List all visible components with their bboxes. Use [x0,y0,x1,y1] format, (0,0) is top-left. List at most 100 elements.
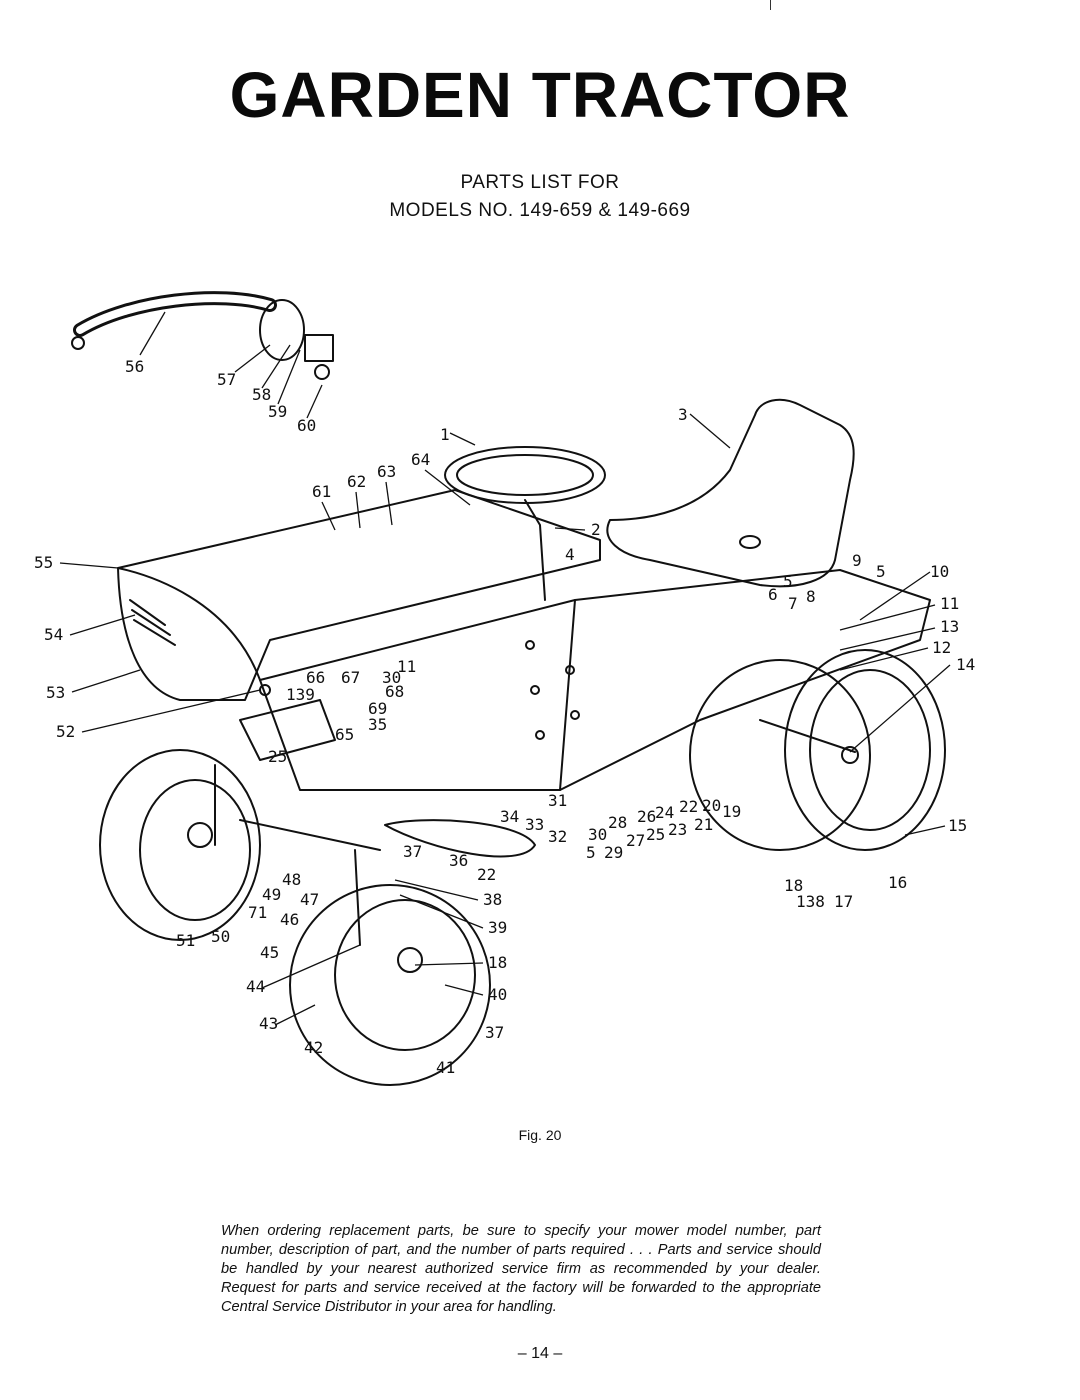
callout-43: 43 [259,1014,278,1033]
leader-lines [59,311,951,1026]
callout-29: 29 [604,843,623,862]
exploded-parts-diagram: 56 57 58 59 60 1 3 64 63 62 61 2 4 55 54… [34,291,975,1086]
callout-11: 11 [397,657,416,676]
callout-139: 139 [286,685,315,704]
callout-15: 15 [948,816,967,835]
callout-30: 30 [382,668,401,687]
callout-48: 48 [282,870,301,889]
callout-66: 66 [306,668,325,687]
callout-61: 61 [312,482,331,501]
callout-52: 52 [56,722,75,741]
callout-19: 19 [722,802,741,821]
callout-54: 54 [44,625,63,644]
callout-46: 46 [280,910,299,929]
callout-53: 53 [46,683,65,702]
callout-5c: 5 [586,843,596,862]
front-axle-drawing [239,819,381,851]
callout-10: 10 [930,562,949,581]
callout-4: 4 [565,545,575,564]
callout-5: 5 [783,572,793,591]
callout-138: 138 [796,892,825,911]
callout-1: 1 [440,425,450,444]
callout-35: 35 [368,715,387,734]
callout-9: 9 [852,551,862,570]
callout-16: 16 [888,873,907,892]
callout-51: 51 [176,931,195,950]
callout-50: 50 [211,927,230,946]
callout-22b: 22 [477,865,496,884]
callout-42: 42 [304,1038,323,1057]
hood-drawing [117,489,601,701]
callout-39: 39 [488,918,507,937]
callout-57: 57 [217,370,236,389]
callout-18: 18 [784,876,803,895]
callout-36: 36 [449,851,468,870]
callout-17: 17 [834,892,853,911]
callout-60: 60 [297,416,316,435]
callout-8: 8 [806,587,816,606]
front-left-wheel-drawing [99,749,261,941]
figure-caption: Fig. 20 [518,1127,562,1143]
steering-wheel-drawing [444,446,606,601]
front-right-wheel-drawing [289,849,491,1086]
callout-67: 67 [341,668,360,687]
callout-3: 3 [678,405,688,424]
callout-62: 62 [347,472,366,491]
callout-45: 45 [260,943,279,962]
callout-68: 68 [385,682,404,701]
ordering-note: When ordering replacement parts, be sure… [221,1223,821,1315]
callout-5b: 5 [876,562,886,581]
callout-33: 33 [525,815,544,834]
registration-mark [770,0,771,10]
pedal-drawing [239,699,536,858]
callout-38: 38 [483,890,502,909]
part-callouts: 56 57 58 59 60 1 3 64 63 62 61 2 4 55 54… [34,357,975,1077]
rear-axle-drawing [759,719,856,753]
callout-55: 55 [34,553,53,572]
callout-13: 13 [940,617,959,636]
callout-22: 22 [679,797,698,816]
callout-31: 31 [548,791,567,810]
callout-30b: 30 [588,825,607,844]
models-heading: MODELS NO. 149-659 & 149-669 [389,200,691,221]
callout-18b: 18 [488,953,507,972]
callout-25b: 25 [646,825,665,844]
callout-47: 47 [300,890,319,909]
callout-44: 44 [246,977,265,996]
callout-37: 37 [403,842,422,861]
parts-list-heading: PARTS LIST FOR [460,172,620,193]
callout-49: 49 [262,885,281,904]
callout-59: 59 [268,402,287,421]
page-title: GARDEN TRACTOR [229,59,851,131]
callout-12: 12 [932,638,951,657]
callout-65: 65 [335,725,354,744]
callout-40: 40 [488,985,507,1004]
callout-24: 24 [655,803,674,822]
callout-41: 41 [436,1058,455,1077]
callout-27: 27 [626,831,645,850]
callout-25: 25 [268,747,287,766]
callout-26: 26 [637,807,656,826]
callout-58: 58 [252,385,271,404]
callout-7: 7 [788,594,798,613]
callout-64: 64 [411,450,430,469]
callout-37b: 37 [485,1023,504,1042]
callout-2: 2 [591,520,601,539]
callout-56: 56 [125,357,144,376]
callout-71: 71 [248,903,267,922]
frame-drawing [259,569,931,791]
hose-assembly-drawing [71,291,334,380]
page-number: – 14 – [517,1345,563,1362]
callout-6: 6 [768,585,778,604]
seat-drawing [606,398,855,588]
callout-23: 23 [668,820,687,839]
callout-69: 69 [368,699,387,718]
callout-32: 32 [548,827,567,846]
callout-28: 28 [608,813,627,832]
callout-11b: 11 [940,594,959,613]
callout-21: 21 [694,815,713,834]
callout-14: 14 [956,655,975,674]
rear-wheel-drawing [689,649,946,851]
callout-20: 20 [702,796,721,815]
callout-34: 34 [500,807,519,826]
